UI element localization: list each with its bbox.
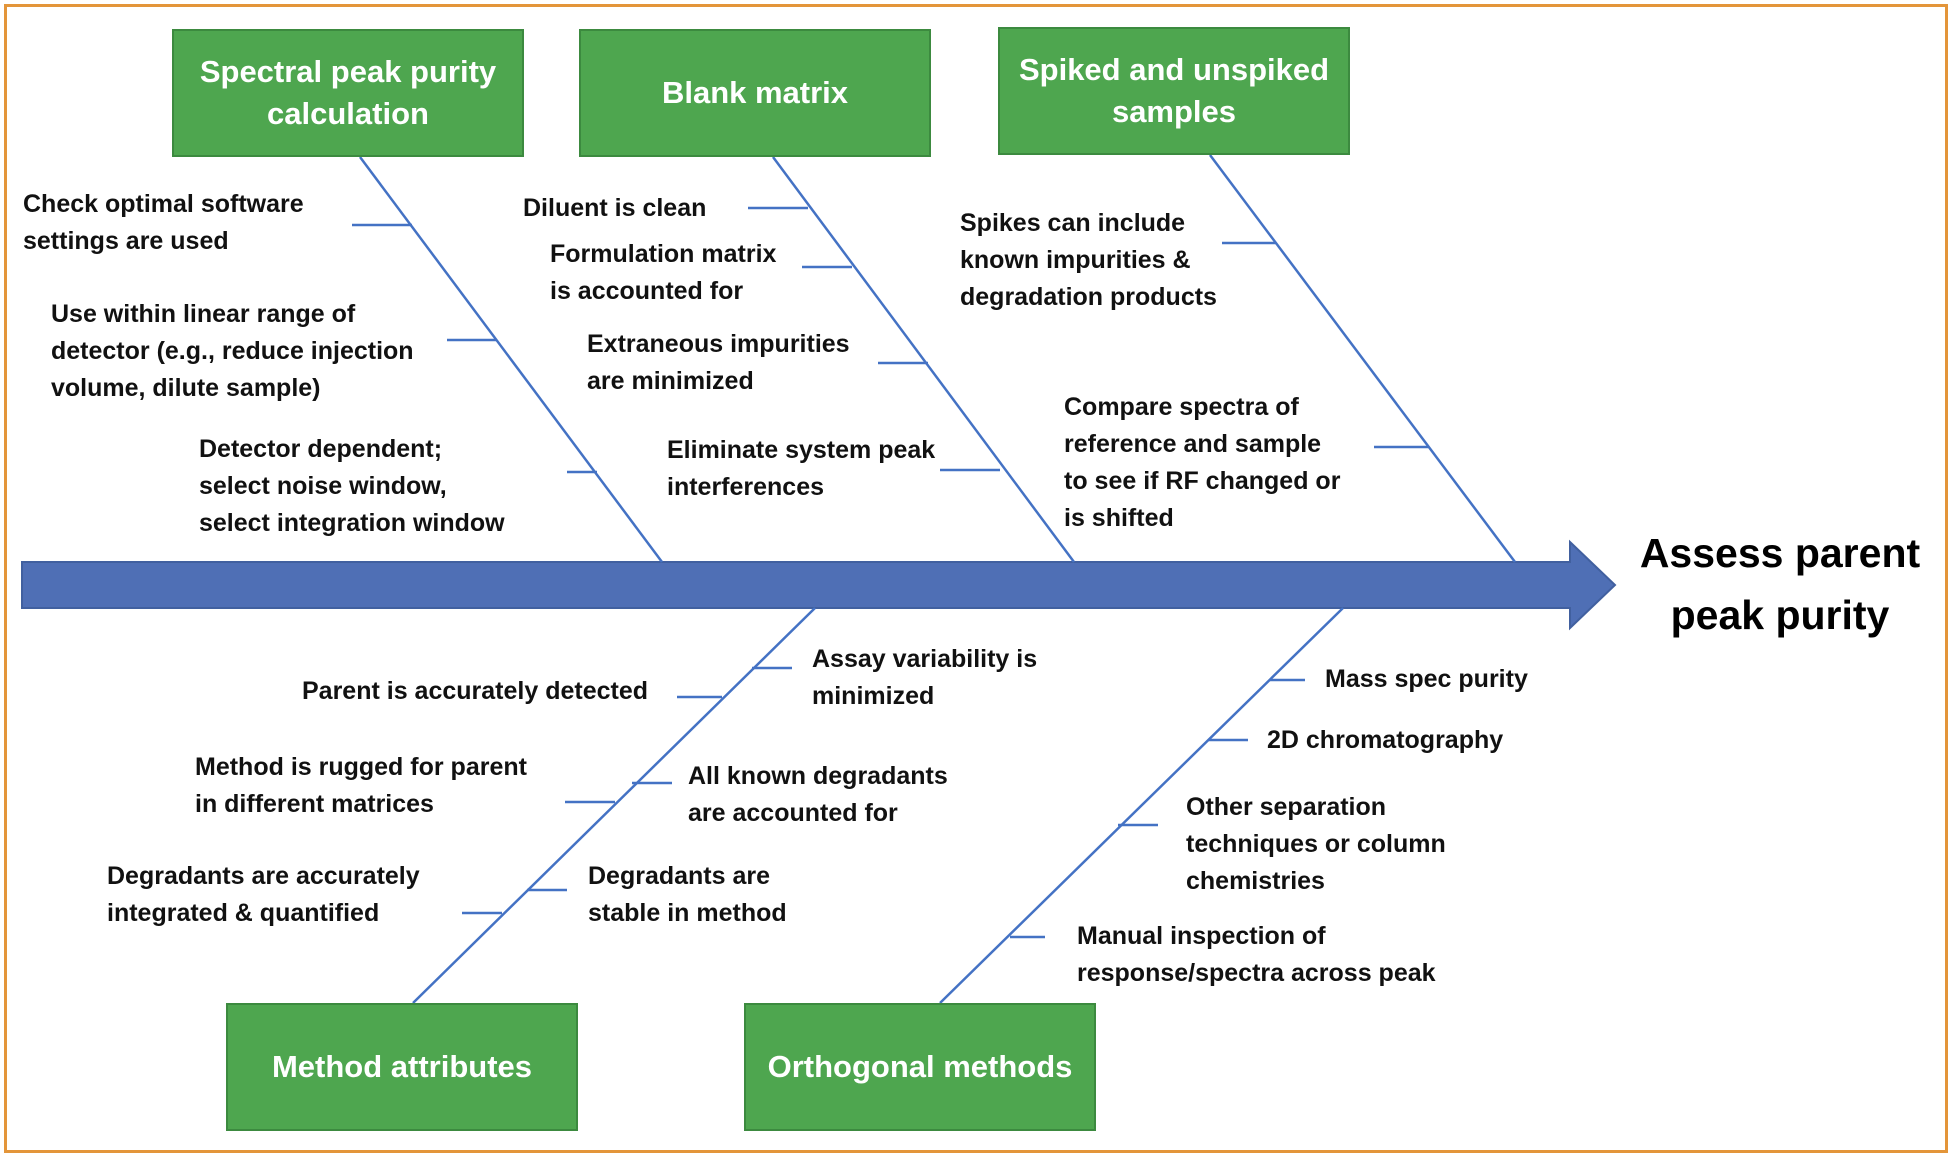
spine-arrow	[21, 539, 1617, 631]
effect-label: Assess parent peak purity	[1639, 530, 1921, 638]
cause-label: Parent is accurately detected	[302, 677, 648, 705]
cause-label: Method is rugged for parent in different…	[195, 753, 527, 818]
cause-label: Assay variability is minimized	[812, 645, 1038, 710]
cause-label: Detector dependent; select noise window,…	[199, 435, 505, 537]
diagram-frame	[4, 4, 1948, 1153]
cause-label: Manual inspection of response/spectra ac…	[1077, 922, 1436, 987]
cause-label: Formulation matrix is accounted for	[550, 240, 777, 305]
category-spiked-unspiked: Spiked and unspiked samples	[998, 27, 1350, 155]
category-blank-matrix: Blank matrix	[579, 29, 931, 157]
cause-label: Use within linear range of detector (e.g…	[51, 300, 414, 402]
cause-label: Degradants are stable in method	[588, 862, 787, 927]
cause-label: Diluent is clean	[523, 194, 707, 222]
cause-label: Other separation techniques or column ch…	[1186, 793, 1446, 895]
cause-label: Eliminate system peak interferences	[667, 436, 936, 501]
bone-blank	[771, 156, 1076, 563]
category-orthogonal-methods: Orthogonal methods	[744, 1003, 1096, 1131]
bone-method	[412, 607, 816, 1004]
cause-label: Extraneous impurities are minimized	[587, 330, 850, 395]
cause-label: Mass spec purity	[1325, 665, 1528, 693]
bone-orthogonal	[939, 607, 1344, 1004]
cause-label: All known degradants are accounted for	[688, 762, 948, 827]
category-spectral-peak-purity: Spectral peak purity calculation	[172, 29, 524, 157]
cause-label: Spikes can include known impurities & de…	[960, 209, 1217, 311]
cause-label: 2D chromatography	[1267, 726, 1504, 754]
cause-label: Check optimal software settings are used	[23, 190, 304, 255]
category-method-attributes: Method attributes	[226, 1003, 578, 1131]
cause-label: Degradants are accurately integrated & q…	[107, 862, 420, 927]
bone-spiked	[1208, 154, 1517, 563]
cause-label: Compare spectra of reference and sample …	[1064, 393, 1341, 532]
